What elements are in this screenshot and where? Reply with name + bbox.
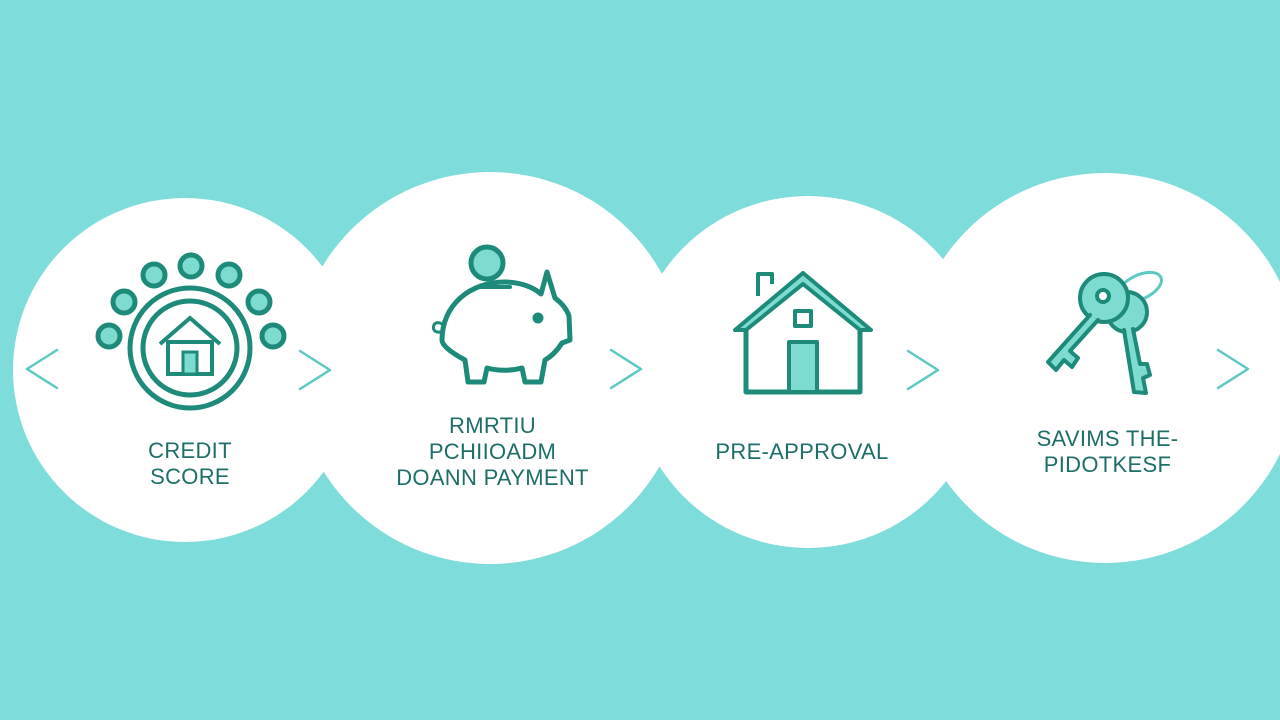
credit-score-gauge-house-icon	[95, 252, 287, 411]
keys-icon	[1046, 270, 1163, 395]
chevron-right-icon	[906, 349, 940, 391]
step-2-label-line: PCHIIOADM	[428, 439, 557, 464]
step-4-label-line: PIDOTKESF	[1043, 452, 1172, 477]
step-3-label-line: PRE-APPROVAL	[715, 439, 889, 464]
step-1-label: CREDIT SCORE	[70, 438, 310, 490]
chevron-right-icon	[298, 349, 332, 391]
step-2-label-line: RMRTIU	[449, 413, 536, 438]
step-3-label: PRE-APPROVAL	[682, 439, 922, 465]
step-2-label: RMRTIU PCHIIOADM DOANN PAYMENT	[370, 413, 615, 491]
step-4-label-line: SAVIMS THE-	[1036, 426, 1179, 451]
step-1-label-line: CREDIT	[148, 438, 232, 463]
step-1-label-line: SCORE	[150, 464, 230, 489]
step-4-circle	[910, 173, 1280, 563]
piggy-bank-icon	[432, 244, 573, 385]
house-icon	[733, 271, 873, 395]
chevron-right-icon	[609, 348, 643, 390]
chevron-right-icon	[1216, 348, 1250, 390]
chevron-left-icon	[25, 348, 59, 390]
step-4-label: SAVIMS THE- PIDOTKESF	[985, 426, 1230, 478]
step-2-label-line: DOANN PAYMENT	[396, 465, 589, 490]
